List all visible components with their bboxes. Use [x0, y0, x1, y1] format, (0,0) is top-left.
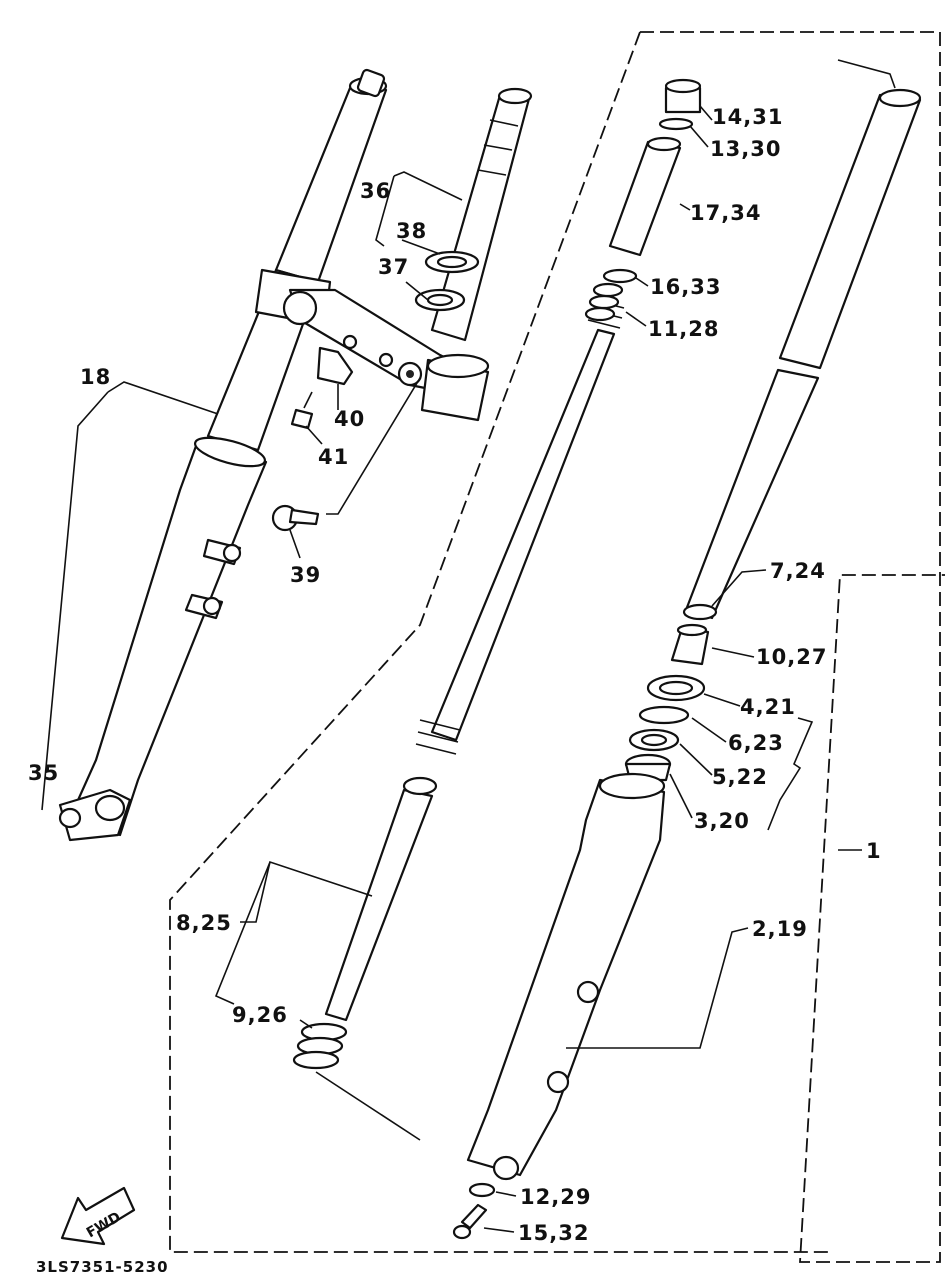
callout-36: 36: [360, 179, 391, 203]
callout-9-26: 9,26: [232, 1003, 288, 1027]
callout-4-21: 4,21: [740, 695, 796, 719]
callout-13-30: 13,30: [710, 137, 781, 161]
leader-lines: [41, 59, 896, 1233]
callout-18: 18: [80, 365, 111, 389]
callout-17-34: 17,34: [690, 201, 761, 225]
callout-40: 40: [334, 407, 365, 431]
callout-3-20: 3,20: [694, 809, 750, 833]
callout-39: 39: [290, 563, 321, 587]
callout-14-31: 14,31: [712, 105, 783, 129]
callout-2-19: 2,19: [752, 917, 808, 941]
fwd-arrow-icon: FWD: [60, 1186, 136, 1246]
fork-assembly-boundary: [169, 31, 945, 1263]
callout-37: 37: [378, 255, 409, 279]
callout-10-27: 10,27: [756, 645, 827, 669]
callout-12-29: 12,29: [520, 1185, 591, 1209]
callout-8-25: 8,25: [176, 911, 232, 935]
damper-rod-assembly: [292, 78, 702, 1070]
callout-35: 35: [28, 761, 59, 785]
callout-1: 1: [866, 839, 882, 863]
callout-7-24: 7,24: [770, 559, 826, 583]
callout-5-22: 5,22: [712, 765, 768, 789]
right-fork-tubes: [452, 88, 922, 1240]
callout-38: 38: [396, 219, 427, 243]
callout-16-33: 16,33: [650, 275, 721, 299]
callout-41: 41: [318, 445, 349, 469]
callout-15-32: 15,32: [518, 1221, 589, 1245]
diagram-code: 3LS7351-5230: [36, 1258, 169, 1276]
steering-stem-assembly: [271, 87, 533, 532]
callout-6-23: 6,23: [728, 731, 784, 755]
callout-11-28: 11,28: [648, 317, 719, 341]
